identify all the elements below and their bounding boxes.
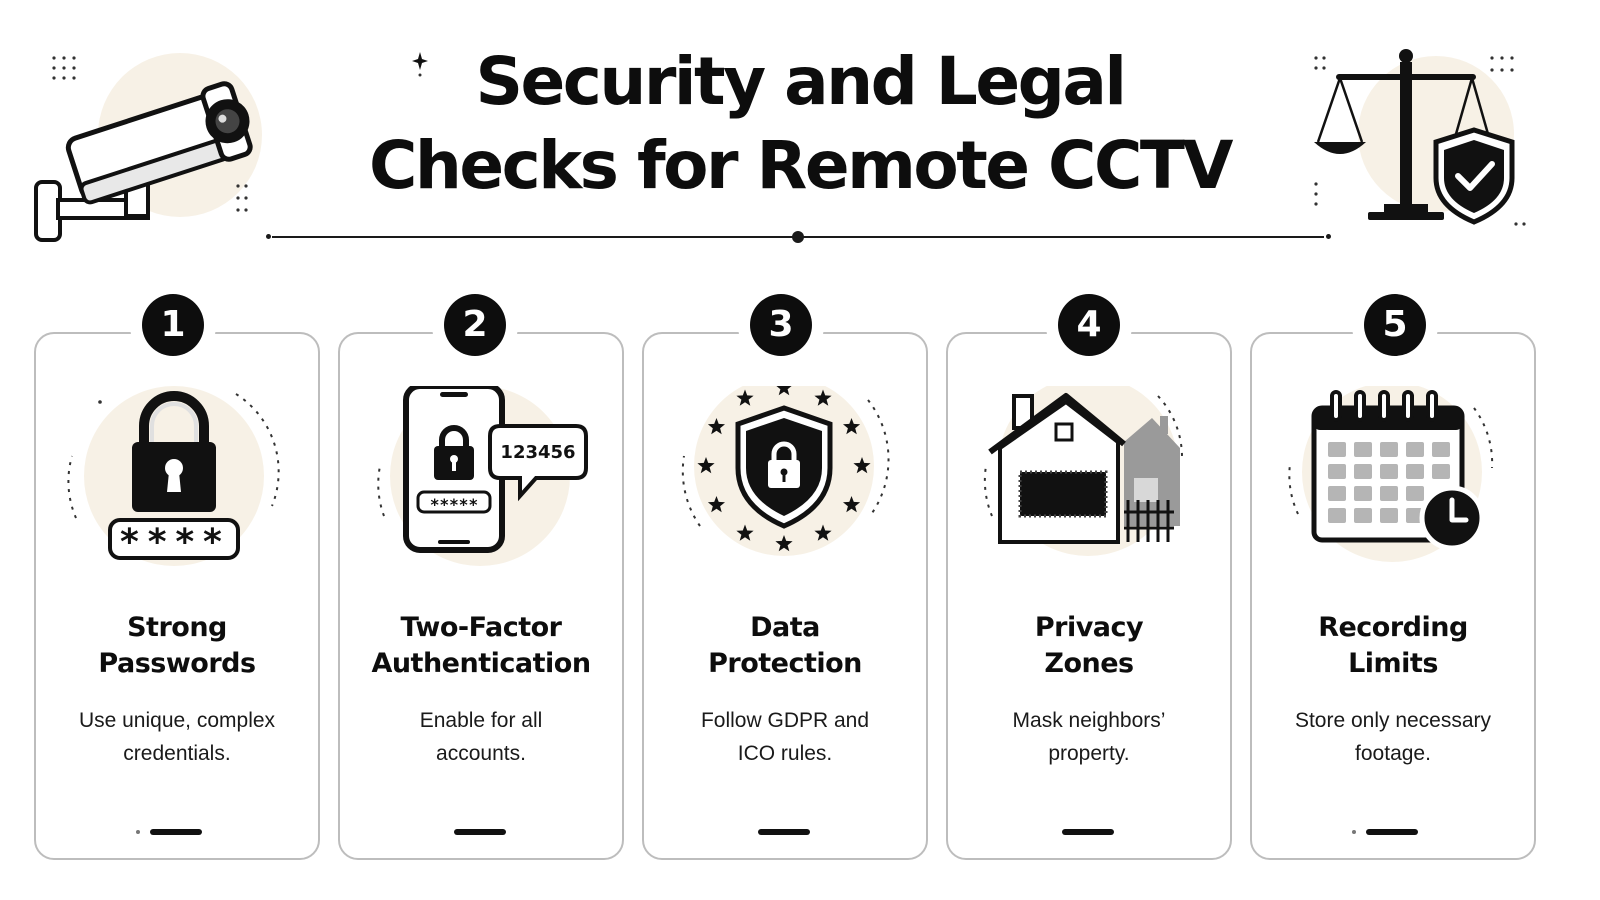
sparkle-icon xyxy=(412,52,428,77)
calendar-day-cell xyxy=(1432,442,1450,457)
step-badge-4: 4 xyxy=(1058,294,1120,356)
smartphone-otp-icon: ***** 123456 xyxy=(377,386,588,566)
calendar-day-grid xyxy=(1328,442,1450,523)
title-line-2: Checks for Remote CCTV xyxy=(368,127,1234,204)
card-description: Enable for all accounts. xyxy=(419,709,543,765)
card-title: Strong Passwords xyxy=(98,612,256,679)
card-bar xyxy=(1062,829,1114,835)
star-icon xyxy=(853,457,871,474)
calendar-day-cell xyxy=(1328,486,1346,501)
cctv-camera-icon xyxy=(34,53,262,242)
card-bar xyxy=(758,829,810,835)
card-description: Mask neighbors’ property. xyxy=(1012,709,1166,765)
card-description: Store only necessary footage. xyxy=(1294,709,1492,765)
calendar-day-cell xyxy=(1328,508,1346,523)
card-privacy-zones: Privacy Zones Mask neighbors’ property. xyxy=(946,332,1232,860)
star-icon xyxy=(814,389,832,406)
card-bar-dot xyxy=(136,830,140,834)
calendar-day-cell xyxy=(1354,486,1372,501)
otp-code-text: 123456 xyxy=(500,442,575,463)
calendar-day-cell xyxy=(1354,508,1372,523)
eu-stars xyxy=(697,386,871,552)
phone-password-mask: ***** xyxy=(430,495,478,514)
title-divider-dot xyxy=(792,231,804,243)
star-icon xyxy=(843,496,861,513)
star-icon xyxy=(697,457,715,474)
calendar-day-cell xyxy=(1432,464,1450,479)
step-badge-3: 3 xyxy=(750,294,812,356)
title-divider-end-left xyxy=(266,234,271,239)
step-badge-2: 2 xyxy=(444,294,506,356)
star-icon xyxy=(776,386,792,396)
card-bar xyxy=(1366,829,1418,835)
calendar-day-cell xyxy=(1406,464,1424,479)
card-bar xyxy=(454,829,506,835)
calendar-clock-icon xyxy=(1288,386,1494,562)
card-description: Use unique, complex credentials. xyxy=(78,709,276,765)
calendar-day-cell xyxy=(1354,442,1372,457)
card-bar xyxy=(150,829,202,835)
scales-of-justice-shield-icon xyxy=(1314,49,1526,226)
title-divider-end-right xyxy=(1326,234,1331,239)
card-title: Two-Factor Authentication xyxy=(371,612,591,679)
step-badge-5: 5 xyxy=(1364,294,1426,356)
card-two-factor-authentication: ***** 123456 Two-Factor Authentication E… xyxy=(338,332,624,860)
star-icon xyxy=(736,524,754,541)
calendar-day-cell xyxy=(1328,464,1346,479)
star-icon xyxy=(843,418,861,435)
eu-shield-lock-icon xyxy=(681,386,890,556)
card-title: Data Protection xyxy=(708,612,862,679)
page-title: Security and Legal Checks for Remote CCT… xyxy=(300,40,1300,208)
calendar-day-cell xyxy=(1380,486,1398,501)
password-mask-text: **** xyxy=(119,522,230,563)
card-description: Follow GDPR and ICO rules. xyxy=(700,709,870,765)
house-privacy-mask-icon xyxy=(983,386,1183,556)
star-icon xyxy=(814,524,832,541)
calendar-day-cell xyxy=(1406,486,1424,501)
star-icon xyxy=(775,535,793,552)
calendar-day-cell xyxy=(1354,464,1372,479)
calendar-day-cell xyxy=(1380,464,1398,479)
padlock-password-icon: **** xyxy=(67,386,280,566)
calendar-day-cell xyxy=(1328,442,1346,457)
card-data-protection: Data Protection Follow GDPR and ICO rule… xyxy=(642,332,928,860)
calendar-day-cell xyxy=(1406,442,1424,457)
star-icon xyxy=(707,418,725,435)
title-line-1: Security and Legal xyxy=(475,43,1127,120)
card-title: Privacy Zones xyxy=(1034,612,1144,679)
star-icon xyxy=(736,389,754,406)
calendar-day-cell xyxy=(1380,508,1398,523)
card-bar-dot xyxy=(1352,830,1356,834)
step-badge-1: 1 xyxy=(142,294,204,356)
card-strong-passwords: **** Strong Passwords Use unique, comple… xyxy=(34,332,320,860)
calendar-day-cell xyxy=(1380,442,1398,457)
card-title: Recording Limits xyxy=(1318,612,1468,679)
star-icon xyxy=(707,496,725,513)
calendar-day-cell xyxy=(1406,508,1424,523)
card-recording-limits: Recording Limits Store only necessary fo… xyxy=(1250,332,1536,860)
